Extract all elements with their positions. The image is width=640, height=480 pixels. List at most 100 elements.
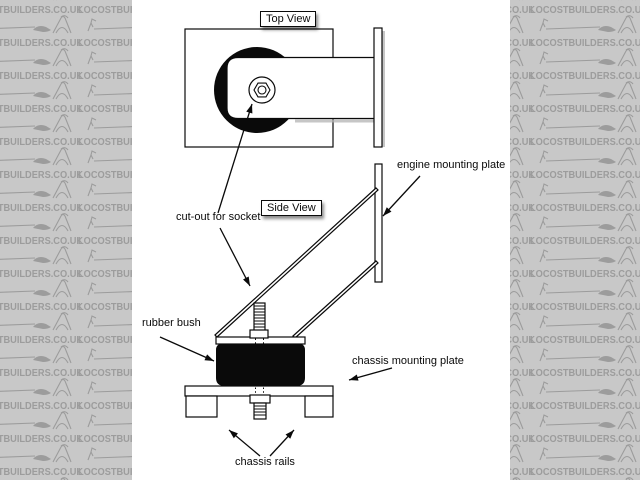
angled-plate-upper-edge (214, 187, 379, 338)
top-view-label-text: Top View (266, 13, 311, 25)
locostbuilders-logo-icon (0, 213, 72, 232)
locostbuilders-logo-icon (0, 444, 72, 463)
watermark-text: LOCOSTBUILDERS.CO.UK (530, 466, 640, 478)
bottom-stud (253, 402, 267, 420)
chassis-plate-arrow-head (349, 374, 359, 381)
locostbuilders-logo-icon (60, 477, 69, 480)
locostbuilders-logo-icon (539, 180, 637, 199)
locostbuilders-logo-icon (539, 312, 637, 331)
side-view-label: Side View (261, 200, 322, 216)
locostbuilders-logo-icon (0, 180, 72, 199)
watermark-text: LOCOSTBUILDERS.CO.UK (530, 103, 640, 115)
watermark-text: LOCOSTBUILDERS.CO.UK (530, 70, 640, 82)
rubber-bush-arrow (159, 336, 215, 362)
watermark-tile: LOCOSTBUILDERS.CO.UK (530, 443, 640, 478)
locostbuilders-logo-icon (0, 279, 72, 298)
watermark-text: LOCOSTBUILDERS.CO.UK (530, 235, 640, 247)
flange-shadow (382, 31, 385, 147)
top-stud-threads (254, 305, 265, 328)
watermark-text: LOCOSTBUILDERS.CO.UK (0, 268, 84, 280)
locostbuilders-logo-icon (0, 147, 72, 166)
cutout-arrow-side-head (243, 276, 250, 286)
watermark-tile: LOCOSTBUILDERS.CO.UK (0, 14, 84, 49)
watermark-text: LOCOSTBUILDERS.CO.UK (530, 136, 640, 148)
watermark-tile: LOCOSTBUILDERS.CO.UK (530, 14, 640, 49)
side-view-engine-plate (374, 163, 383, 283)
watermark-tile: LOCOSTBUILDERS.CO.UK (0, 212, 83, 247)
locostbuilders-logo-icon (0, 114, 72, 133)
watermark-tile: LOCOSTBUILDERS.CO.UK (530, 212, 640, 247)
watermark-tile: LOCOSTBUILDERS.CO.UK (0, 476, 78, 480)
watermark-tile: LOCOSTBUILDERS.CO.UK (530, 311, 640, 346)
watermark-tile: LOCOSTBUILDERS.CO.UK (530, 0, 640, 16)
bolt-washer-circle (248, 76, 276, 104)
cutout-arrow-top (217, 103, 253, 214)
watermark-tile: LOCOSTBUILDERS.CO.UK (530, 245, 640, 280)
top-view-label: Top View (260, 11, 317, 27)
watermark-tile: LOCOSTBUILDERS.CO.UK (530, 278, 640, 313)
watermark-text: LOCOSTBUILDERS.CO.UK (530, 400, 640, 412)
watermark-tile: LOCOSTBUILDERS.CO.UK (530, 344, 640, 379)
locostbuilders-logo-icon (539, 444, 637, 463)
cutout-arrow-side (219, 227, 251, 287)
watermark-text: LOCOSTBUILDERS.CO.UK (530, 37, 640, 49)
engine-mount-diagram (159, 27, 421, 457)
locostbuilders-logo-icon (0, 312, 72, 331)
watermark-tile: LOCOSTBUILDERS.CO.UK (530, 80, 640, 115)
locostbuilders-logo-icon (539, 279, 637, 298)
watermark-tile: LOCOSTBUILDERS.CO.UK (0, 80, 83, 115)
watermark-tile: LOCOSTBUILDERS.CO.UK (0, 179, 84, 214)
watermark-text: LOCOSTBUILDERS.CO.UK (0, 136, 84, 148)
watermark-text: LOCOSTBUILDERS.CO.UK (0, 37, 84, 49)
watermark-tile: LOCOSTBUILDERS.CO.UK (0, 344, 83, 379)
bottom-stud-threads (254, 405, 266, 416)
chassis-rail-right (304, 395, 334, 418)
watermark-tile: LOCOSTBUILDERS.CO.UK (0, 146, 83, 181)
watermark-tile: LOCOSTBUILDERS.CO.UK (0, 278, 84, 313)
top-nut (249, 329, 269, 339)
watermark-text: LOCOSTBUILDERS.CO.UK (0, 70, 84, 82)
engine-plate-arrow-head (383, 207, 392, 216)
watermark-tile: LOCOSTBUILDERS.CO.UK (0, 113, 84, 148)
locostbuilders-logo-icon (539, 345, 637, 364)
locostbuilders-logo-icon (0, 345, 72, 364)
watermark-text: LOCOSTBUILDERS.CO.UK (530, 4, 640, 16)
rails-arrow-right-head (285, 430, 294, 439)
locostbuilders-logo-icon (539, 411, 637, 430)
watermark-text: LOCOSTBUILDERS.CO.UK (530, 202, 640, 214)
cutout-arrow-top-head (246, 104, 253, 114)
watermark-tile: LOCOSTBUILDERS.CO.UK (530, 146, 640, 181)
locostbuilders-logo-icon (539, 114, 637, 133)
locostbuilders-logo-icon (539, 15, 637, 34)
rubber-bush-label: rubber bush (142, 317, 201, 329)
watermark-tile: LOCOSTBUILDERS.CO.UK (530, 410, 640, 445)
watermark-text: LOCOSTBUILDERS.CO.UK (0, 433, 84, 445)
watermark-tile: LOCOSTBUILDERS.CO.UK (0, 311, 84, 346)
watermark-tile: LOCOSTBUILDERS.CO.UK (0, 377, 83, 412)
watermark-text: LOCOSTBUILDERS.CO.UK (530, 433, 640, 445)
engine-plate-arrow (382, 175, 421, 217)
watermark-text: LOCOSTBUILDERS.CO.UK (530, 169, 640, 181)
watermark-tile: LOCOSTBUILDERS.CO.UK (530, 179, 640, 214)
watermark-tile: LOCOSTBUILDERS.CO.UK (530, 377, 640, 412)
locostbuilders-logo-icon (0, 411, 72, 430)
locostbuilders-logo-icon (539, 378, 637, 397)
watermark-text: LOCOSTBUILDERS.CO.UK (0, 334, 84, 346)
locostbuilders-logo-icon (625, 477, 634, 480)
watermark-tile: LOCOSTBUILDERS.CO.UK (530, 113, 640, 148)
channel-shadow (295, 119, 375, 123)
watermark-tile: LOCOSTBUILDERS.CO.UK (0, 0, 83, 16)
watermark-tile: LOCOSTBUILDERS.CO.UK (0, 443, 83, 478)
top-view-engine-plate-edge (373, 27, 383, 148)
side-view-label-text: Side View (267, 202, 316, 214)
watermark-text: LOCOSTBUILDERS.CO.UK (0, 301, 84, 313)
locostbuilders-logo-icon (0, 15, 72, 34)
watermark-text: LOCOSTBUILDERS.CO.UK (0, 202, 84, 214)
locostbuilders-logo-icon (53, 0, 71, 1)
locostbuilders-logo-icon (539, 147, 637, 166)
nut-hexagon (253, 82, 271, 98)
watermark-text: LOCOSTBUILDERS.CO.UK (530, 301, 640, 313)
locostbuilders-logo-icon (539, 246, 637, 265)
locostbuilders-logo-icon (618, 0, 636, 1)
